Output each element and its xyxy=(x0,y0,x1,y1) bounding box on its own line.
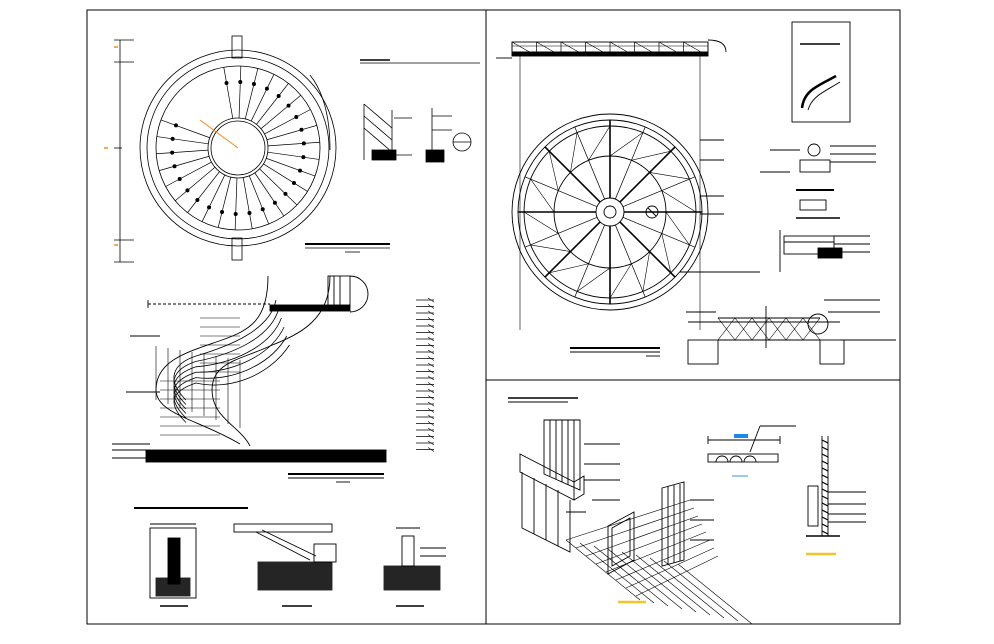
dome-section-details xyxy=(760,21,876,272)
entrance-isometric xyxy=(508,397,753,625)
spiral-stair-plan xyxy=(104,35,480,263)
dome-beam-section xyxy=(686,299,896,365)
dome-plan xyxy=(511,113,760,357)
level-markers xyxy=(416,297,435,452)
stair-details xyxy=(134,507,446,607)
sheet-frame xyxy=(86,9,901,625)
railing-details xyxy=(363,103,472,163)
spiral-stair-elevation xyxy=(112,275,387,483)
entrance-details xyxy=(707,425,866,556)
